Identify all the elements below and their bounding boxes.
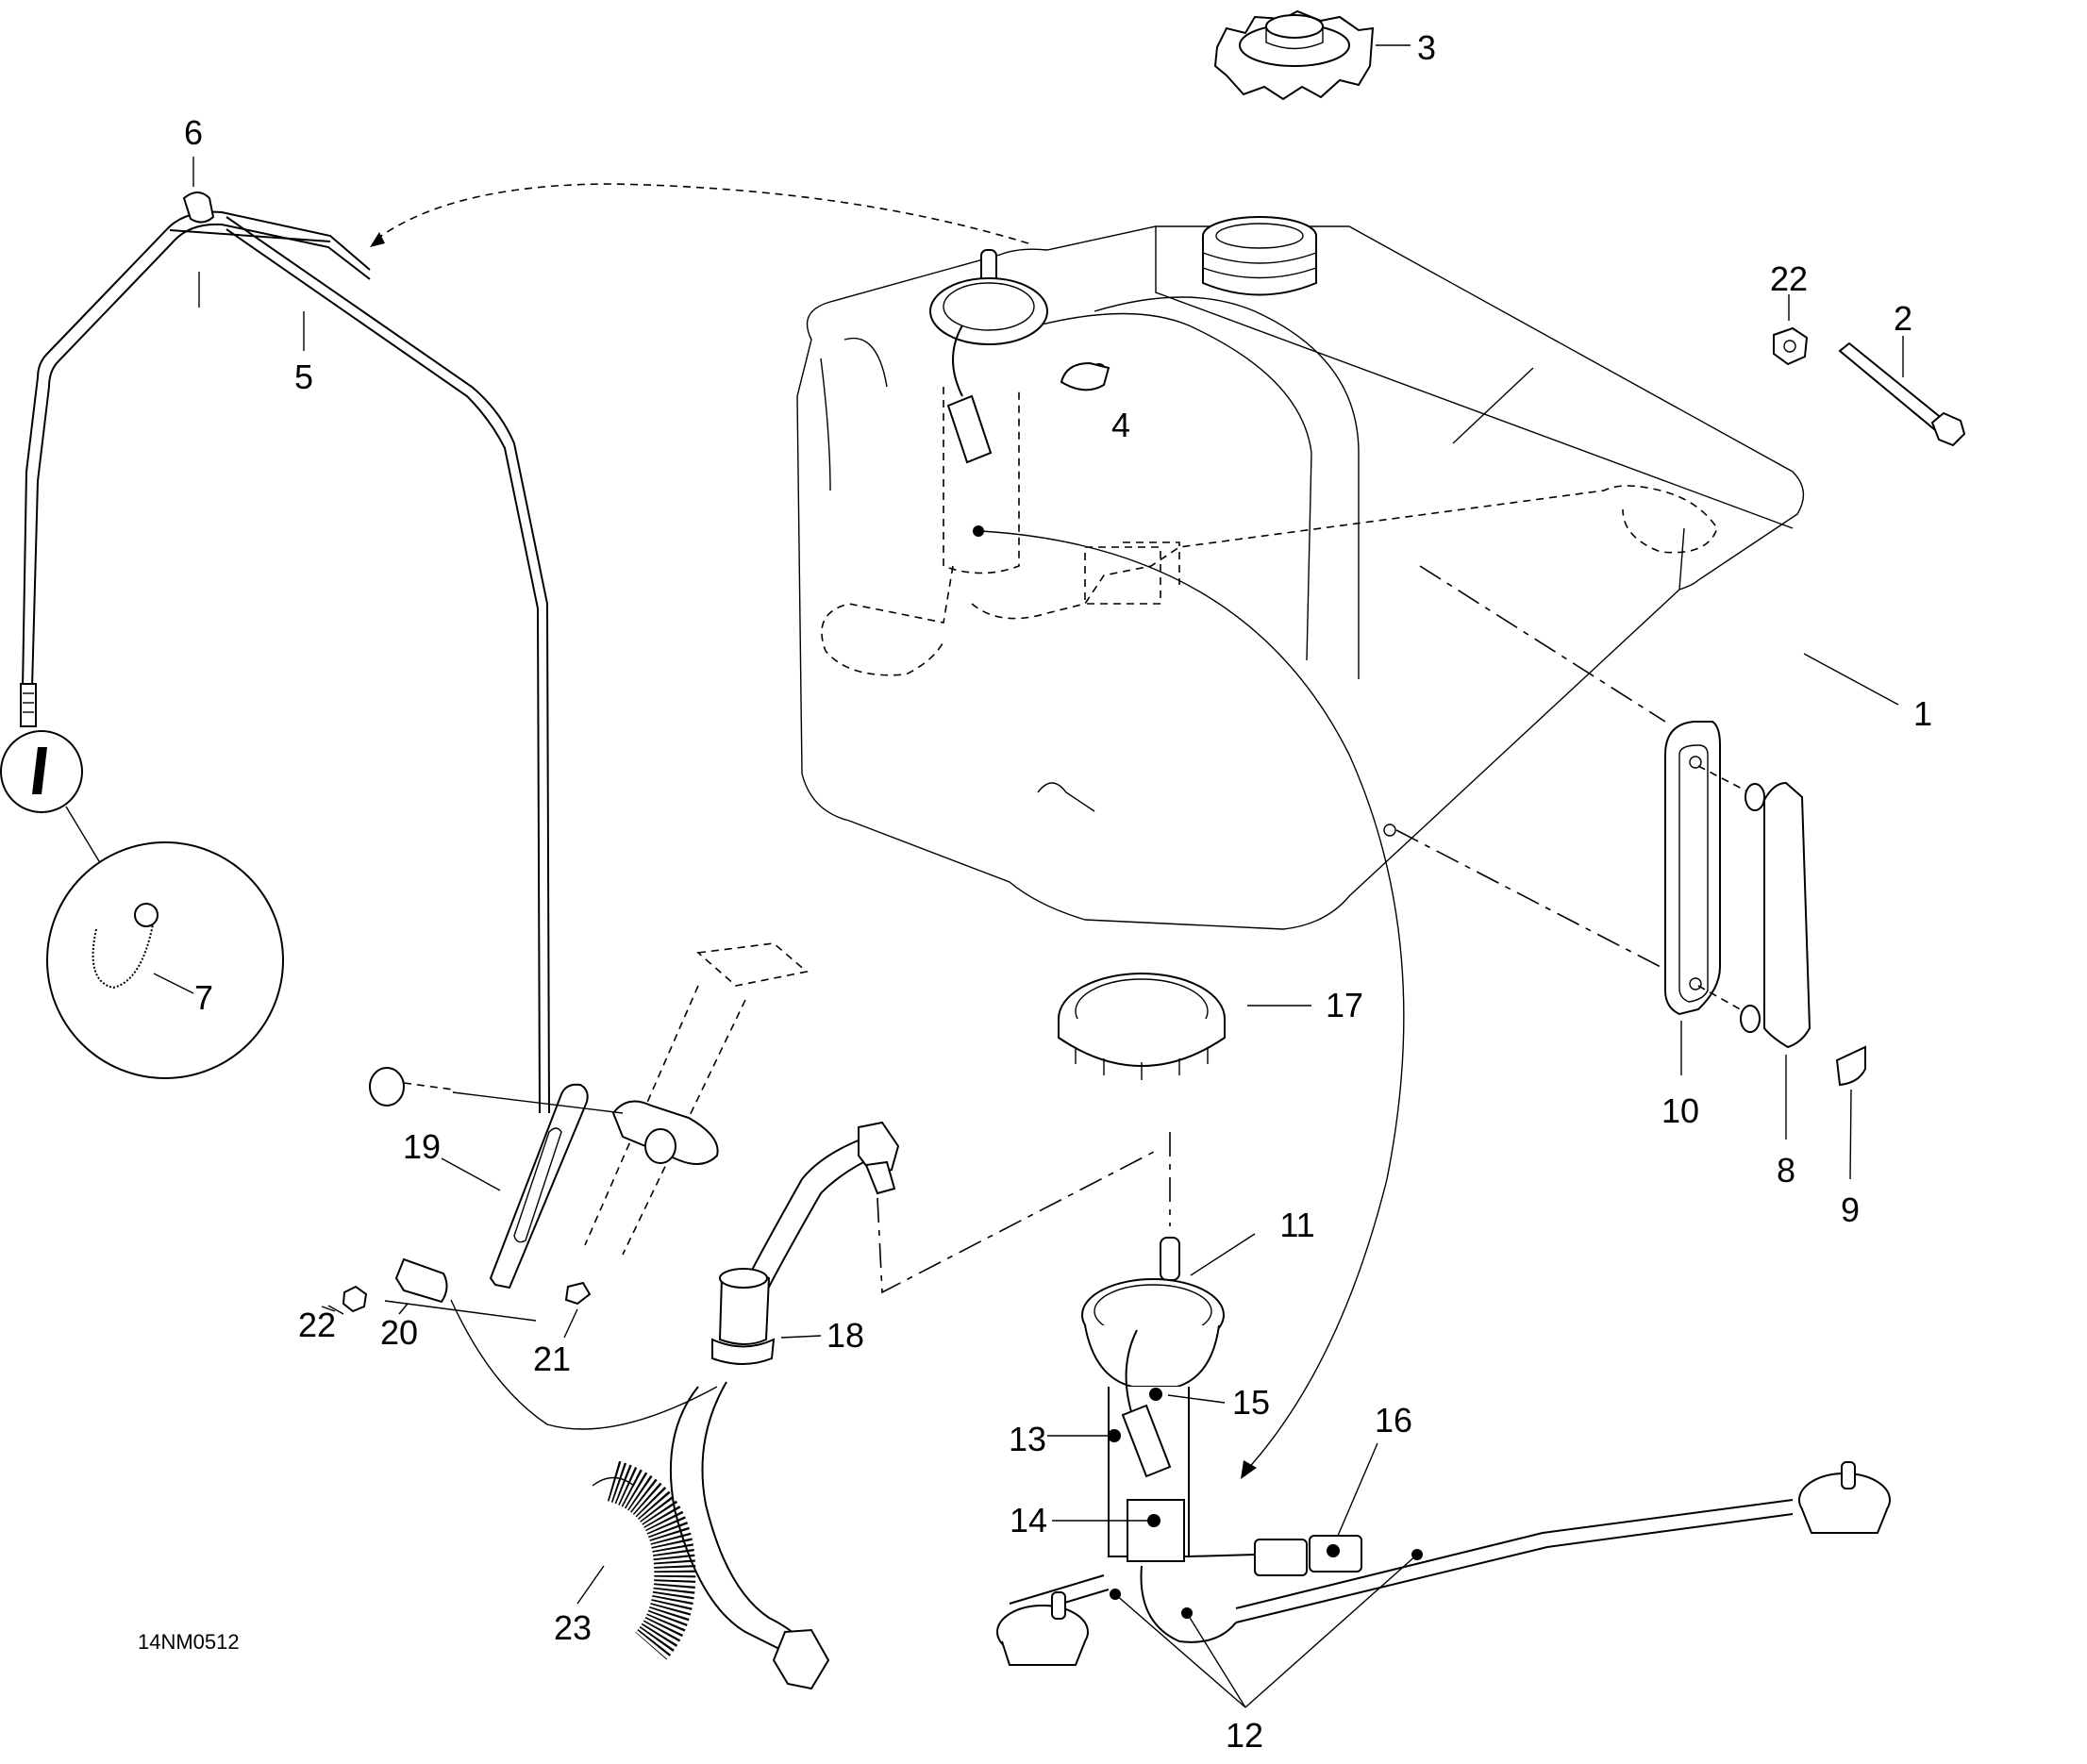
fuel-tank (796, 216, 1805, 930)
callout-3: 3 (1416, 28, 1437, 67)
fuel-pump-module (1047, 1233, 1256, 1562)
callout-21: 21 (532, 1340, 572, 1378)
mounting-bracket-ghost (584, 942, 809, 1256)
callout-23: 23 (553, 1608, 593, 1647)
vent-tube (20, 210, 550, 1114)
callout-12: 12 (1225, 1716, 1264, 1755)
clip (182, 157, 215, 224)
callout-4: 4 (1110, 406, 1131, 444)
callout-19: 19 (402, 1127, 442, 1166)
callout-22-bracket: 22 (297, 1306, 337, 1344)
callout-20: 20 (379, 1313, 419, 1352)
routing-line-pump (980, 530, 1405, 1473)
callout-10: 10 (1661, 1091, 1700, 1130)
callout-7: 7 (193, 978, 214, 1017)
callout-11: 11 (1279, 1206, 1315, 1244)
hose-guide-line (877, 1150, 1157, 1294)
callout-8: 8 (1776, 1151, 1796, 1190)
spring-hose-guard-detail (0, 730, 284, 1079)
callout-14: 14 (1009, 1501, 1048, 1539)
routing-line-vent (376, 183, 1029, 244)
spring-hose (576, 1460, 696, 1660)
callout-1: 1 (1912, 694, 1933, 733)
leader-1 (1803, 653, 1899, 706)
screw-long (369, 1067, 624, 1114)
strap-guide-line-top (1419, 565, 1666, 723)
fuel-cap (1213, 9, 1411, 101)
callout-18: 18 (826, 1316, 865, 1355)
strap-guide-line-bottom (1395, 829, 1661, 968)
bracket (441, 1083, 589, 1290)
bolt (1838, 336, 1966, 447)
callout-17: 17 (1325, 986, 1364, 1024)
nut-top (1773, 294, 1809, 366)
callout-15: 15 (1231, 1383, 1271, 1422)
drawing-reference-code: 14NM0512 (138, 1630, 240, 1654)
locking-ring (1058, 973, 1311, 1080)
callout-2: 2 (1893, 299, 1913, 338)
callout-6: 6 (183, 113, 204, 152)
wedge (1835, 1045, 1866, 1180)
callout-5: 5 (293, 358, 314, 396)
callout-16: 16 (1374, 1401, 1413, 1439)
callout-22-top: 22 (1769, 259, 1809, 298)
fuel-pump-ghost (929, 249, 1110, 537)
arrow-head-vent (370, 232, 385, 247)
screw-short (563, 1281, 592, 1339)
fuel-hose (669, 1121, 900, 1690)
retainer-strap (1664, 721, 1721, 1075)
rubber-pad (1697, 765, 1812, 1140)
callout-13: 13 (1008, 1420, 1047, 1458)
arrow-head-pump (1241, 1460, 1257, 1479)
pickup-hoses (996, 1442, 1891, 1708)
nut-bracket (321, 1285, 368, 1315)
callout-9: 9 (1840, 1190, 1861, 1229)
clamp-block (384, 1257, 718, 1430)
